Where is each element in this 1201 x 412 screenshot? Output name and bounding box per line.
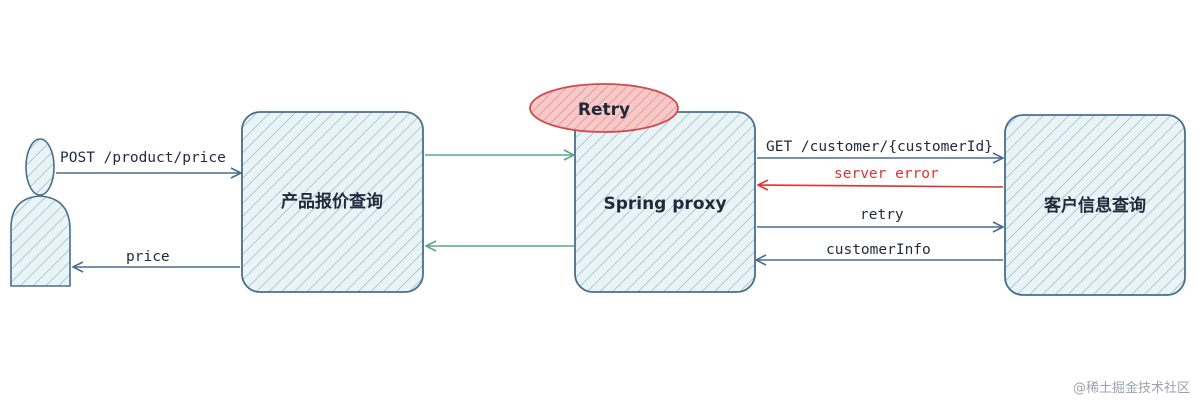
edge-retry: retry: [757, 207, 1003, 227]
watermark-text: @稀土掘金技术社区: [1073, 380, 1190, 396]
edge-post-product-price: POST /product/price: [56, 150, 241, 173]
edge-get-customer-label: GET /customer/{customerId}: [766, 139, 993, 155]
node-retry-label: Retry: [578, 100, 630, 120]
node-quote-label: 产品报价查询: [281, 191, 383, 212]
node-quote: 产品报价查询: [241, 111, 424, 293]
edge-price-label: price: [126, 249, 170, 265]
edge-server-error-label: server error: [834, 166, 939, 182]
node-customer-label: 客户信息查询: [1043, 195, 1146, 216]
user-actor-icon: [10, 138, 71, 287]
node-retry: Retry: [529, 83, 679, 133]
edge-customer-info-label: customerInfo: [826, 242, 931, 258]
node-customer: 客户信息查询: [1004, 114, 1186, 296]
edge-customer-info: customerInfo: [756, 242, 1003, 260]
edge-post-product-price-label: POST /product/price: [60, 150, 226, 166]
node-proxy: Spring proxy: [574, 111, 756, 293]
edge-price: price: [73, 249, 240, 267]
edge-retry-label: retry: [860, 207, 904, 223]
edge-get-customer: GET /customer/{customerId}: [757, 139, 1003, 158]
node-proxy-label: Spring proxy: [603, 194, 726, 214]
edge-server-error: server error: [758, 166, 1004, 187]
